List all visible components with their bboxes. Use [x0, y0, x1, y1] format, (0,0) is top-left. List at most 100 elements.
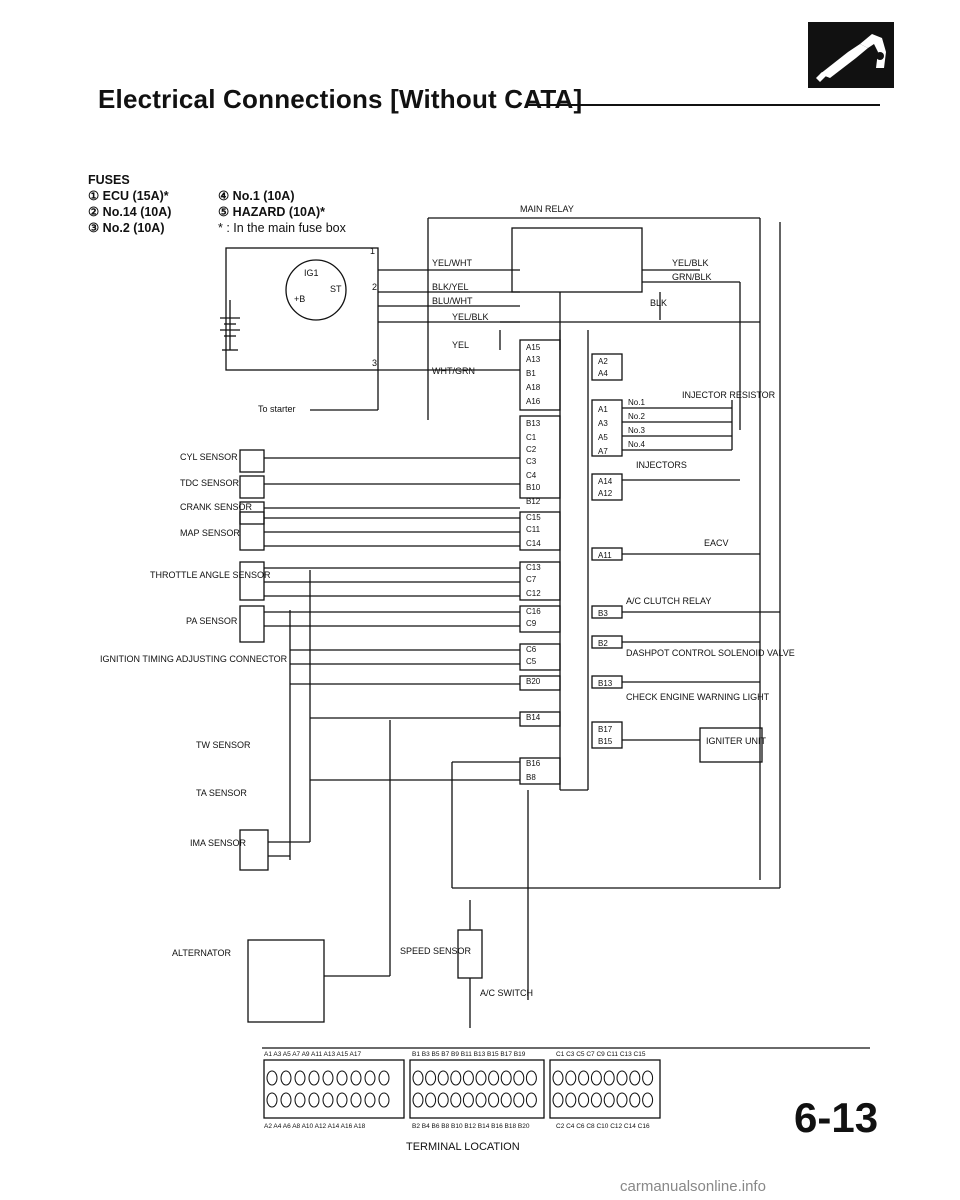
- terminal-pin: [364, 1092, 376, 1108]
- ecu-pin-label: B10: [526, 483, 541, 492]
- terminal-row-label: A2 A4 A6 A8 A10 A12 A14 A16 A18: [264, 1123, 366, 1130]
- injector-label: No.1: [628, 398, 645, 407]
- terminal-pin: [412, 1092, 424, 1108]
- ecu-pin-label: B3: [598, 609, 608, 618]
- terminal-pin: [488, 1092, 500, 1108]
- wire-label: YEL/WHT: [432, 258, 473, 268]
- fuse-item: ④ No.1 (10A): [218, 189, 295, 203]
- wire-label: YEL: [452, 340, 469, 350]
- ecu-pin-label: B13: [598, 679, 613, 688]
- ecu-pin-label: A3: [598, 419, 608, 428]
- terminal-pin: [500, 1070, 512, 1086]
- igniter-unit-label: IGNITER UNIT: [706, 736, 767, 746]
- wire-label: BLK/YEL: [432, 282, 469, 292]
- terminal-block-b: [409, 1059, 545, 1119]
- ecu-pin-label: B1: [526, 369, 536, 378]
- terminal-row-label: C2 C4 C6 C8 C10 C12 C14 C16: [556, 1123, 650, 1130]
- title-rule: [528, 104, 880, 106]
- terminal-row-label: C1 C3 C5 C7 C9 C11 C13 C15: [556, 1051, 646, 1058]
- page-title: Electrical Connections [Without CATA]: [98, 84, 583, 114]
- connector-label: IGNITION TIMING ADJUSTING CONNECTOR: [100, 654, 288, 664]
- terminal-pin: [488, 1070, 500, 1086]
- terminal-pin: [294, 1092, 306, 1108]
- wire-label: WHT/GRN: [432, 366, 475, 376]
- terminal-pin: [462, 1092, 474, 1108]
- ig1-label: IG1: [304, 268, 319, 278]
- terminal-pin: [642, 1070, 654, 1086]
- ecu-pin-label: C11: [526, 525, 541, 534]
- ecu-pin-label: A1: [598, 405, 608, 414]
- check-engine-label: CHECK ENGINE WARNING LIGHT: [626, 692, 770, 702]
- ecu-pin-label: A12: [598, 489, 613, 498]
- ecu-pin-label: A7: [598, 447, 608, 456]
- terminal-pin: [266, 1092, 278, 1108]
- terminal-pin: [425, 1092, 437, 1108]
- ecu-pin-label: A13: [526, 355, 541, 364]
- to-starter-label: To starter: [258, 404, 296, 414]
- terminal-pin: [437, 1092, 449, 1108]
- alternator-box: [247, 939, 325, 1023]
- ecu-pin-label: A14: [598, 477, 613, 486]
- st-label: ST: [330, 284, 342, 294]
- sensor-label: CYL SENSOR: [180, 452, 238, 462]
- ecu-pin-label: A16: [526, 397, 541, 406]
- terminal-pin: [412, 1070, 424, 1086]
- terminal-pin: [565, 1092, 577, 1108]
- terminal-pin: [475, 1092, 487, 1108]
- ecu-pin-label: B17: [598, 725, 613, 734]
- fuse-number: 3: [372, 358, 377, 368]
- ecu-pin-label: A4: [598, 369, 608, 378]
- terminal-pin: [450, 1070, 462, 1086]
- fuse-number: 1: [370, 246, 375, 256]
- watermark: carmanualsonline.info: [620, 1178, 766, 1195]
- terminal-row-label: B1 B3 B5 B7 B9 B11 B13 B15 B17 B19: [412, 1051, 526, 1058]
- terminal-pin: [552, 1070, 564, 1086]
- terminal-pin: [616, 1092, 628, 1108]
- fuse-heading: FUSES: [88, 173, 130, 187]
- terminal-pin: [603, 1092, 615, 1108]
- sensor-label: MAP SENSOR: [180, 528, 240, 538]
- sensor-label: TA SENSOR: [196, 788, 247, 798]
- wire-label: YEL/BLK: [452, 312, 489, 322]
- terminal-pin: [462, 1070, 474, 1086]
- ecu-pin-label: C4: [526, 471, 537, 480]
- ecu-pin-label: A5: [598, 433, 608, 442]
- ecu-pin-label: A15: [526, 343, 541, 352]
- terminal-pin: [308, 1070, 320, 1086]
- ecu-pin-label: C12: [526, 589, 541, 598]
- page-number: 6-13: [794, 1094, 879, 1141]
- injector-label: No.4: [628, 440, 645, 449]
- ecu-pin-label: B13: [526, 419, 541, 428]
- fuse-item: ③ No.2 (10A): [88, 221, 165, 235]
- terminal-pin: [629, 1070, 641, 1086]
- ecu-pin-label: B8: [526, 773, 536, 782]
- terminal-pin: [525, 1092, 537, 1108]
- terminal-pin: [322, 1092, 334, 1108]
- sensor-label: THROTTLE ANGLE SENSOR: [150, 570, 271, 580]
- diagram-labels: MAIN RELAY YEL/WHT BLK/YEL BLU/WHT YEL/B…: [100, 204, 795, 1153]
- terminal-pin: [266, 1070, 278, 1086]
- ecu-pin-label: A2: [598, 357, 608, 366]
- fuse-item: ② No.14 (10A): [88, 205, 172, 219]
- ecu-pin-label: C1: [526, 433, 537, 442]
- pin-dots: [266, 1070, 654, 1108]
- terminal-pin: [603, 1070, 615, 1086]
- terminal-block-c: [549, 1059, 661, 1119]
- wire-label: BLK: [650, 298, 667, 308]
- terminal-pin: [565, 1070, 577, 1086]
- ac-switch-label: A/C SWITCH: [480, 988, 533, 998]
- main-relay-label: MAIN RELAY: [520, 204, 574, 214]
- terminal-block-a: [263, 1059, 405, 1119]
- terminal-pin: [280, 1092, 292, 1108]
- ecu-pin-label: A18: [526, 383, 541, 392]
- ecu-pin-label: C9: [526, 619, 537, 628]
- ecu-pin-label: B14: [526, 713, 541, 722]
- terminal-pin: [336, 1092, 348, 1108]
- wire-label: BLU/WHT: [432, 296, 473, 306]
- dashpot-label: DASHPOT CONTROL SOLENOID VALVE: [626, 648, 795, 658]
- terminal-pin: [578, 1092, 590, 1108]
- sensor-label: TW SENSOR: [196, 740, 251, 750]
- ecu-pin-label: B16: [526, 759, 541, 768]
- terminal-pin: [378, 1070, 390, 1086]
- terminal-pin: [280, 1070, 292, 1086]
